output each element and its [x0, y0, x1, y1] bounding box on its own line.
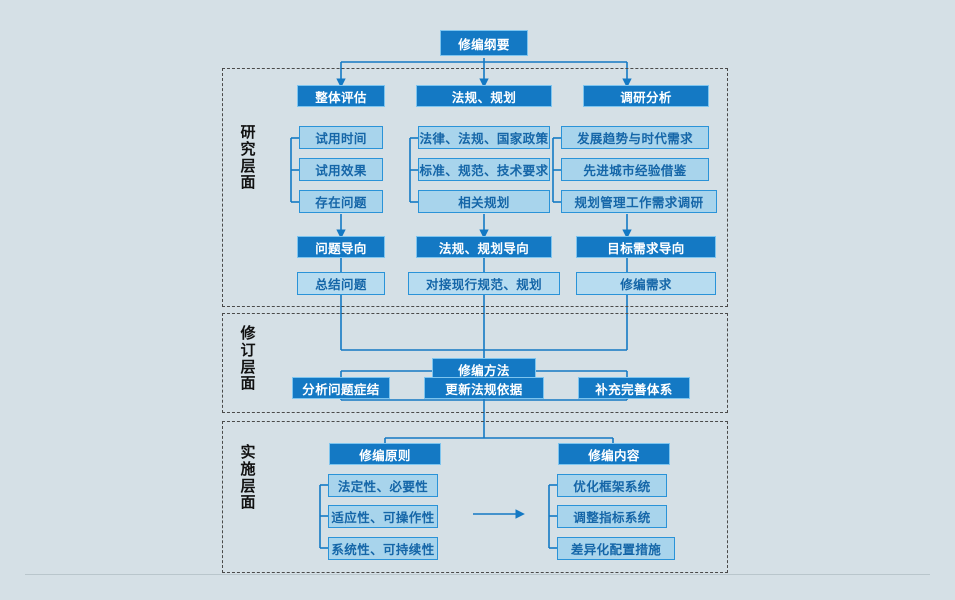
node-revision-header[interactable]: 修编方法: [432, 358, 536, 380]
node-research-c2-orientation[interactable]: 法规、规划导向: [416, 236, 552, 258]
node-research-c3-header[interactable]: 调研分析: [583, 85, 709, 107]
node-research-c3-result[interactable]: 修编需求: [576, 272, 716, 295]
node-revision-item-2[interactable]: 更新法规依据: [424, 377, 544, 399]
node-impl-g2-item-2[interactable]: 调整指标系统: [557, 505, 667, 528]
node-title-outline[interactable]: 修编纲要: [440, 30, 528, 56]
node-revision-item-1[interactable]: 分析问题症结: [292, 377, 390, 399]
node-research-c1-result[interactable]: 总结问题: [297, 272, 385, 295]
node-research-c1-orientation[interactable]: 问题导向: [297, 236, 385, 258]
section-implementation: [222, 421, 728, 573]
node-research-c2-result[interactable]: 对接现行规范、规划: [408, 272, 560, 295]
node-impl-g2-item-3[interactable]: 差异化配置措施: [557, 537, 675, 560]
section-research-label: 研究层面: [240, 123, 256, 192]
node-impl-g1-header[interactable]: 修编原则: [329, 443, 441, 465]
node-research-c3-item-1[interactable]: 发展趋势与时代需求: [561, 126, 709, 149]
node-impl-g1-item-1[interactable]: 法定性、必要性: [328, 474, 438, 497]
node-impl-g2-item-1[interactable]: 优化框架系统: [557, 474, 667, 497]
section-revision-label: 修订层面: [240, 324, 256, 393]
bottom-divider: [25, 574, 930, 575]
node-research-c2-item-3[interactable]: 相关规划: [418, 190, 550, 213]
section-research: [222, 68, 728, 307]
node-research-c3-orientation[interactable]: 目标需求导向: [576, 236, 716, 258]
node-impl-g2-header[interactable]: 修编内容: [558, 443, 670, 465]
node-research-c1-item-1[interactable]: 试用时间: [299, 126, 383, 149]
node-research-c2-header[interactable]: 法规、规划: [416, 85, 552, 107]
section-implementation-label: 实施层面: [240, 443, 256, 512]
node-research-c1-header[interactable]: 整体评估: [297, 85, 385, 107]
node-impl-g1-item-2[interactable]: 适应性、可操作性: [328, 505, 438, 528]
node-research-c1-item-2[interactable]: 试用效果: [299, 158, 383, 181]
node-research-c3-item-3[interactable]: 规划管理工作需求调研: [561, 190, 717, 213]
node-impl-g1-item-3[interactable]: 系统性、可持续性: [328, 537, 438, 560]
node-research-c3-item-2[interactable]: 先进城市经验借鉴: [561, 158, 709, 181]
node-research-c2-item-2[interactable]: 标准、规范、技术要求: [418, 158, 550, 181]
node-revision-item-3[interactable]: 补充完善体系: [578, 377, 690, 399]
node-research-c1-item-3[interactable]: 存在问题: [299, 190, 383, 213]
section-revision: [222, 313, 728, 413]
node-research-c2-item-1[interactable]: 法律、法规、国家政策: [418, 126, 550, 149]
